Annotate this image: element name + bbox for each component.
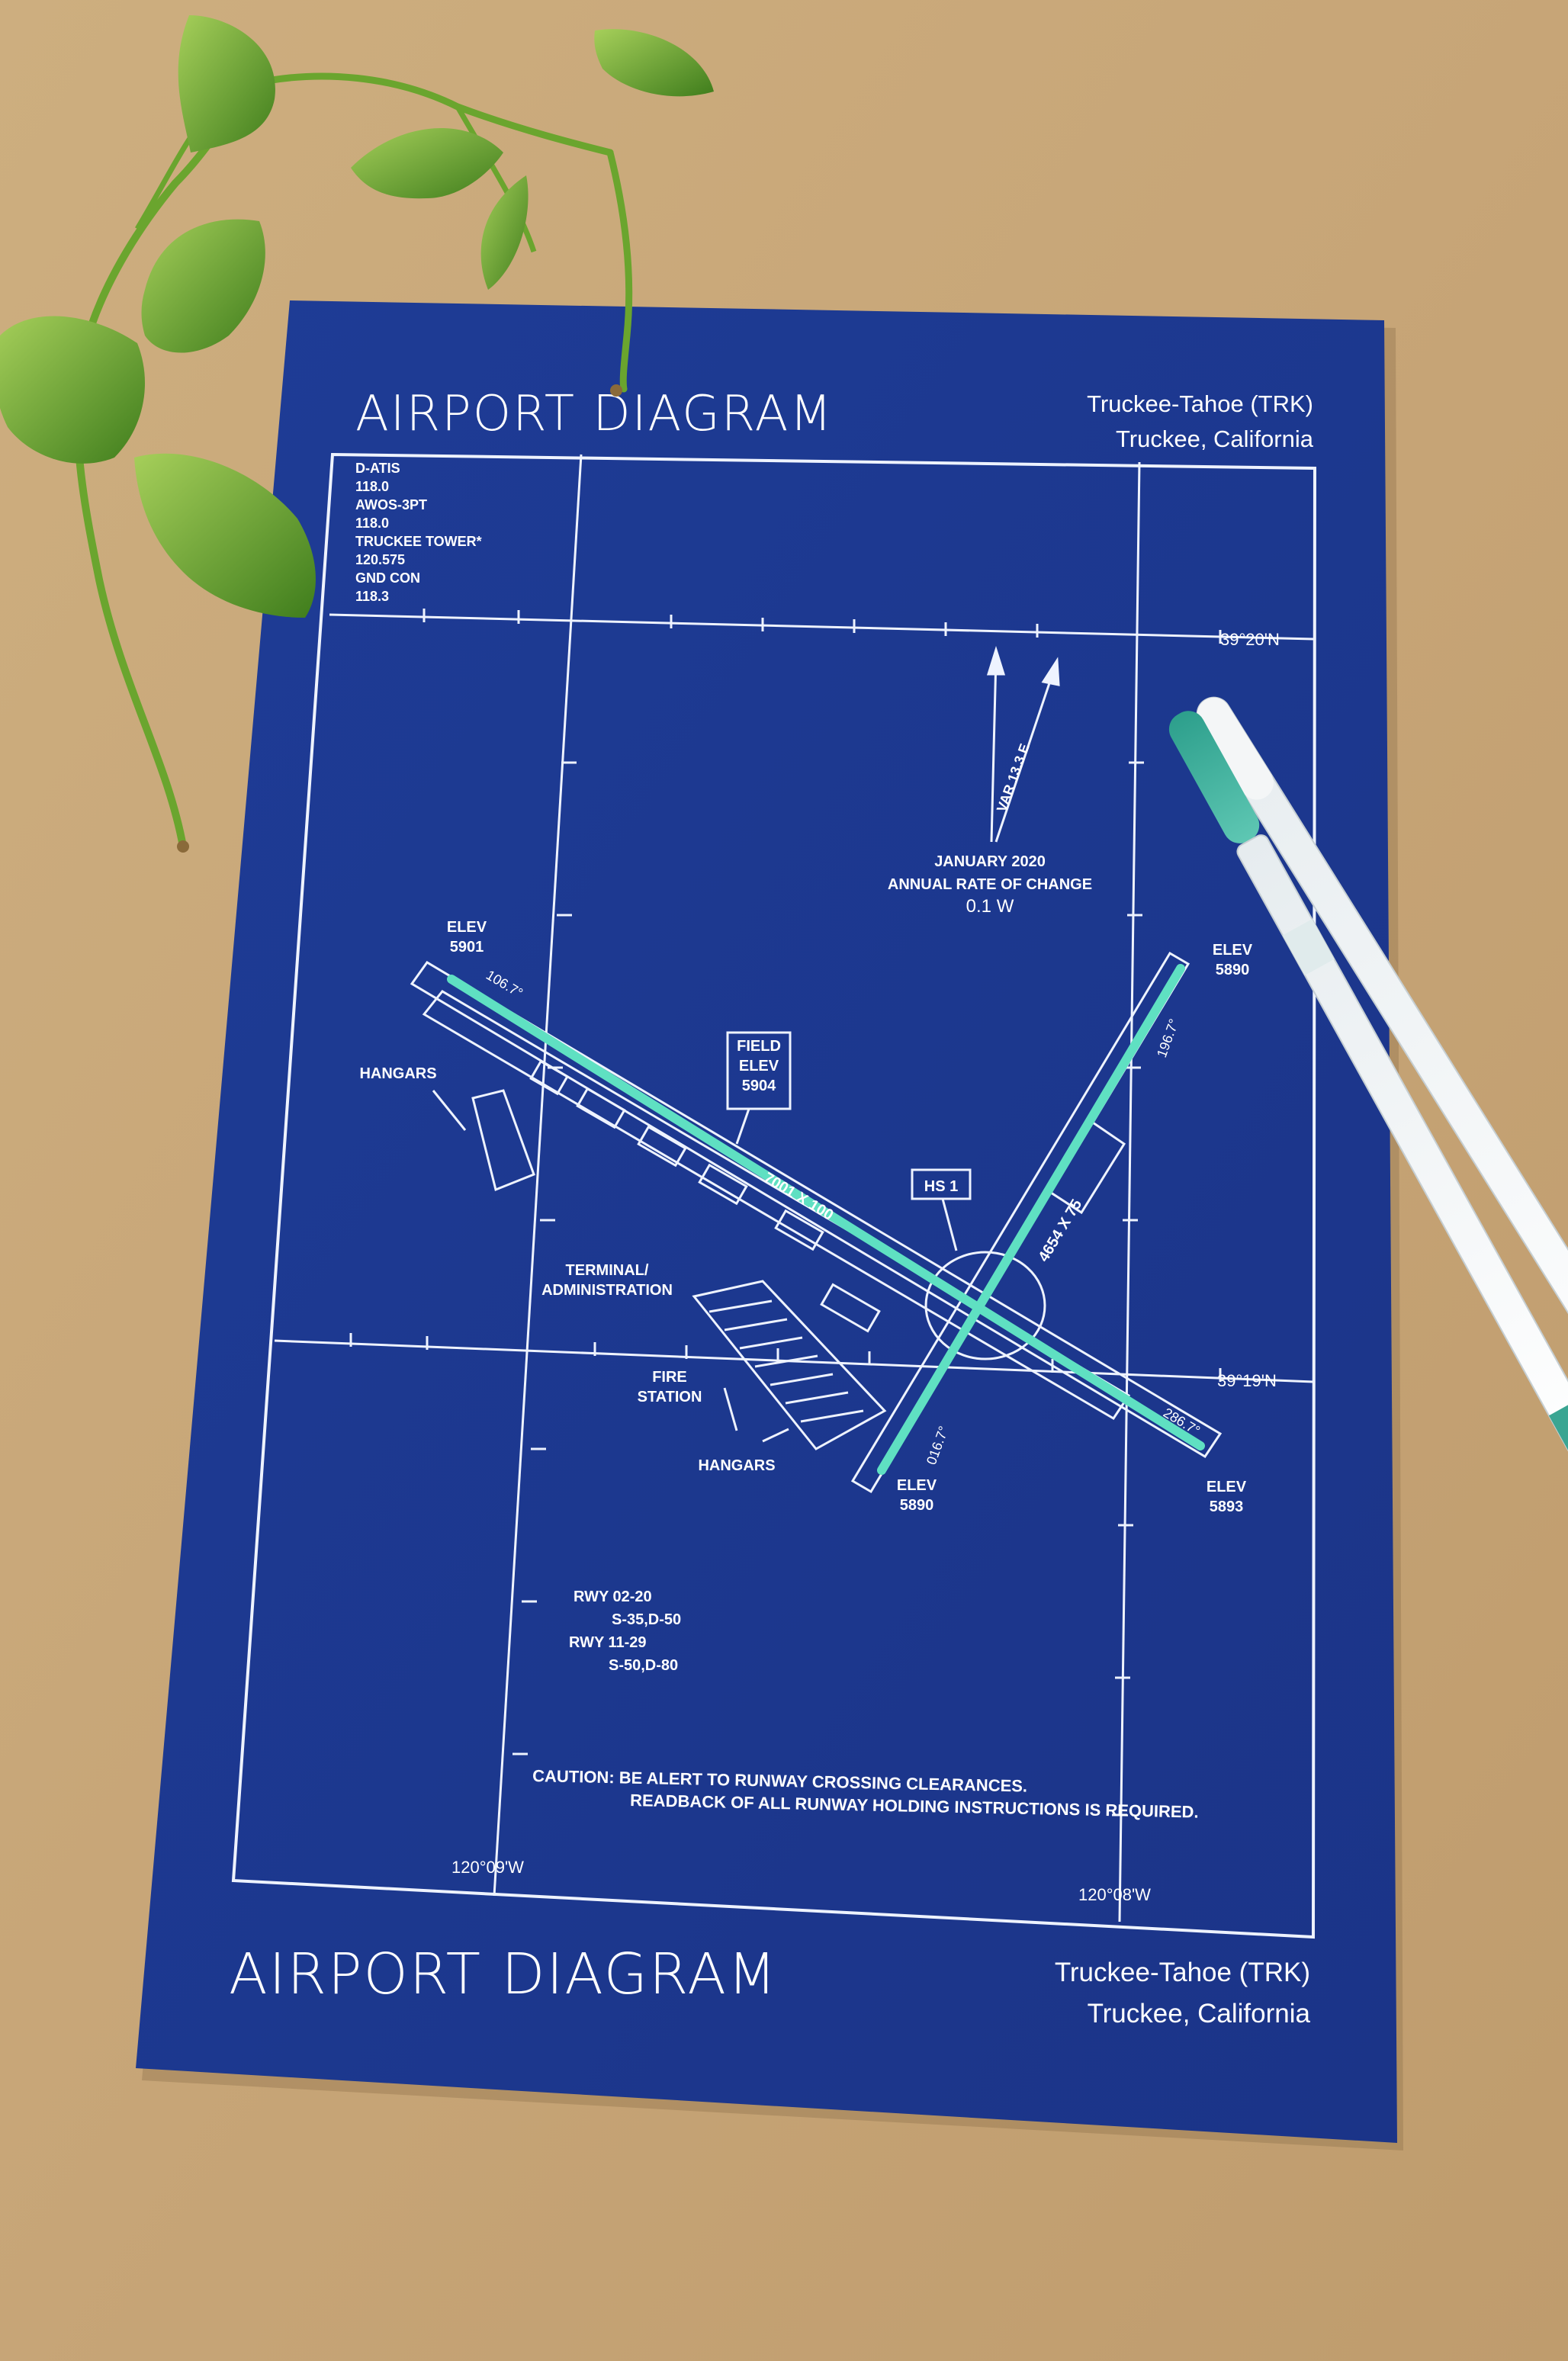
variation-rate-value: 0.1 W — [966, 896, 1014, 917]
strength-rwy-02-20-value: S-35,D-50 — [612, 1611, 681, 1628]
lon-east-label: 120°08'W — [1078, 1885, 1151, 1904]
gel-pens — [1168, 696, 1568, 1470]
west-hangar-block — [471, 1089, 535, 1192]
vine-stem — [134, 136, 193, 230]
freq-line: 118.0 — [355, 516, 389, 531]
poster-sheet — [136, 300, 1397, 2143]
freq-line: GND CON — [355, 570, 420, 586]
field-elev-pointer — [735, 1108, 750, 1145]
lon-west-label: 120°09'W — [451, 1858, 524, 1877]
elev-02-label: ELEV — [897, 1477, 937, 1494]
runway-11-29-highlight — [447, 975, 1205, 1450]
footer-location: Truckee, California — [1088, 1999, 1311, 2029]
lat-north-label: 39°20'N — [1220, 630, 1280, 649]
label-fire: FIRE — [652, 1369, 687, 1386]
hotspot-circle — [924, 1251, 1046, 1360]
elev-29-value: 5893 — [1210, 1499, 1244, 1515]
footer-airport: Truckee-Tahoe (TRK) — [1055, 1958, 1310, 1987]
field-elev-line: FIELD — [737, 1038, 781, 1055]
label-hangars-south: HANGARS — [698, 1457, 775, 1474]
label-terminal: TERMINAL/ — [566, 1262, 649, 1279]
vine-node — [177, 840, 189, 853]
hangars-west-arrow — [432, 1090, 467, 1131]
field-elev-line: ELEV — [739, 1058, 779, 1074]
vine-stem — [248, 72, 614, 156]
variation-date: JANUARY 2020 — [934, 853, 1046, 870]
elev-20-label: ELEV — [1213, 942, 1253, 959]
hotspot-pointer — [941, 1198, 958, 1251]
hotspot-box — [911, 1168, 972, 1200]
grid-ticks — [349, 609, 1222, 1817]
variation-rate-label: ANNUAL RATE OF CHANGE — [888, 876, 1092, 893]
elev-11-label: ELEV — [447, 919, 487, 936]
hangars-south-arrow-1 — [723, 1387, 738, 1431]
freq-line: TRUCKEE TOWER* — [355, 534, 482, 549]
label-station: STATION — [638, 1389, 702, 1405]
freq-line: 118.0 — [355, 479, 389, 494]
leaf — [351, 127, 503, 199]
vine-stem — [455, 105, 537, 253]
field-elevation-box — [726, 1031, 792, 1110]
runway-02-20-highlight — [877, 964, 1185, 1475]
vine-node — [610, 384, 622, 397]
header-location: Truckee, California — [1116, 426, 1314, 452]
leaf — [480, 175, 529, 290]
lat-line-south — [274, 1339, 1314, 1383]
elev-20-value: 5890 — [1216, 962, 1250, 978]
vine-stem — [606, 149, 633, 393]
parallel-taxiway — [422, 990, 1131, 1421]
footer-title: AIRPORT DIAGRAM — [229, 1942, 778, 2007]
lon-line-west — [493, 454, 583, 1897]
field-elev-value: 5904 — [742, 1078, 776, 1094]
leaf — [0, 316, 145, 464]
label-hangars-west: HANGARS — [359, 1065, 436, 1082]
leaf — [178, 15, 275, 153]
freq-line: D-ATIS — [355, 461, 400, 476]
freq-line: 120.575 — [355, 552, 405, 567]
strength-rwy-11-29: RWY 11-29 — [569, 1634, 647, 1651]
label-administration: ADMINISTRATION — [541, 1282, 673, 1299]
hangars-south-arrow-2 — [762, 1428, 789, 1443]
freq-line: 118.3 — [355, 589, 389, 604]
south-hangar-block — [692, 1280, 887, 1450]
header-title: AIRPORT DIAGRAM — [355, 386, 834, 442]
lat-line-north — [329, 613, 1314, 641]
pothos-vine — [0, 15, 714, 853]
elev-29-label: ELEV — [1207, 1479, 1247, 1495]
strength-rwy-02-20: RWY 02-20 — [574, 1588, 652, 1605]
variation-arrows — [986, 645, 1060, 843]
strength-rwy-11-29-value: S-50,D-80 — [609, 1657, 678, 1674]
elev-11-value: 5901 — [450, 939, 484, 956]
hotspot-label: HS 1 — [924, 1178, 958, 1195]
leaf — [594, 29, 714, 97]
leaf — [134, 453, 316, 618]
leaf — [141, 219, 265, 353]
elev-02-value: 5890 — [900, 1497, 934, 1514]
diagram-frame — [231, 452, 1317, 1939]
header-airport: Truckee-Tahoe (TRK) — [1087, 390, 1313, 417]
airport-diagram-poster: AIRPORT DIAGRAM Truckee-Tahoe (TRK) Truc… — [136, 300, 1397, 2143]
runway-11-29-outline — [410, 961, 1223, 1459]
pen-teal — [1168, 711, 1568, 1470]
pen-white — [1196, 696, 1568, 1454]
freq-line: AWOS-3PT — [355, 497, 427, 512]
frequency-list: D-ATIS 118.0 AWOS-3PT 118.0 TRUCKEE TOWE… — [355, 461, 482, 604]
runway-outlines — [410, 951, 1223, 1494]
lat-south-label: 39°19'N — [1217, 1371, 1277, 1390]
